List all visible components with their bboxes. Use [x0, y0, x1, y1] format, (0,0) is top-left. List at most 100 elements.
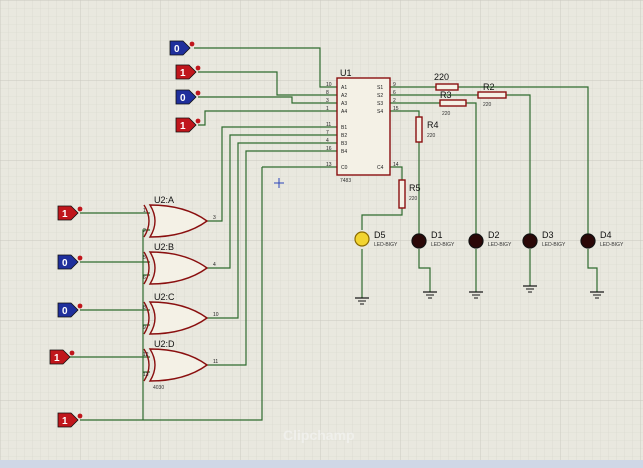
- logic-toggle-7[interactable]: 0: [57, 302, 83, 318]
- logic-toggle-2[interactable]: 1: [175, 64, 201, 80]
- adder-pin-number: 11: [326, 122, 331, 128]
- logic-toggle-6[interactable]: 0: [57, 254, 83, 270]
- resistor-value: 220: [409, 196, 418, 202]
- resistor-ref: R2: [483, 82, 495, 92]
- pin-dot-icon: [195, 118, 201, 124]
- gate-part: 4030: [153, 385, 164, 391]
- logic-value: 1: [54, 353, 60, 364]
- led-d4[interactable]: D4 LED-BIGY: [580, 230, 624, 249]
- adder-pin-number: 4: [326, 138, 329, 144]
- adder-ref: U1: [340, 68, 352, 78]
- wire-d4: [458, 86, 589, 234]
- logic-value: 0: [62, 258, 68, 269]
- led-ref: D2: [488, 230, 500, 240]
- adder-pin-label: B1: [341, 125, 347, 131]
- xor-gate-2[interactable]: U2:B 5 6 4: [143, 242, 216, 285]
- logic-toggle-4[interactable]: 1: [175, 117, 201, 133]
- adder-pin-label: C4: [377, 165, 384, 171]
- gate-pin-number: 5: [143, 255, 146, 261]
- led-d5[interactable]: D5 LED-BIGY: [354, 230, 398, 248]
- adder-pin-number: 2: [393, 98, 396, 104]
- gate-pin-number: 3: [213, 215, 216, 221]
- adder-pin-number: 16: [326, 146, 332, 152]
- led-type: LED-BIGY: [374, 242, 398, 248]
- adder-pin-label: A2: [341, 93, 347, 99]
- crosshair-cursor-icon: [274, 178, 284, 188]
- adder-pin-number: 7: [326, 130, 329, 136]
- adder-7483[interactable]: U1 7483 A110A28A33A41B111B27B34B416C013S…: [326, 68, 399, 184]
- led-type: LED-BIGY: [431, 242, 455, 248]
- pin-dot-icon: [195, 90, 201, 96]
- wire-gnd-d4: [587, 249, 598, 292]
- resistor-r2[interactable]: R2 220: [477, 82, 507, 108]
- gate-pin-number: 4: [213, 262, 216, 268]
- logic-inputs: 0 1 0 1 1 0 0 1 1: [49, 40, 201, 428]
- resistors: 220 R2 220 R3 220 R4 220 R5 220: [398, 72, 507, 209]
- gate-pin-number: 6: [143, 275, 146, 281]
- led-d1[interactable]: D1 LED-BIGY: [411, 230, 455, 249]
- wire-b2: [207, 134, 337, 269]
- logic-toggle-5[interactable]: 1: [57, 205, 83, 221]
- ground-icon: [523, 285, 537, 293]
- logic-value: 1: [180, 68, 186, 79]
- led-type: LED-BIGY: [600, 242, 624, 248]
- wire-a1: [194, 47, 337, 88]
- resistor-r1[interactable]: 220: [434, 72, 459, 91]
- pin-dot-icon: [77, 303, 83, 309]
- led-type: LED-BIGY: [488, 242, 512, 248]
- resistor-r5[interactable]: R5 220: [398, 179, 421, 209]
- adder-pin-label: A3: [341, 101, 347, 107]
- adder-pin-label: C0: [341, 165, 348, 171]
- logic-toggle-1[interactable]: 0: [169, 40, 195, 56]
- gate-ref: U2:C: [154, 292, 175, 302]
- resistor-r3[interactable]: R3 220: [439, 90, 467, 117]
- logic-value: 0: [62, 306, 68, 317]
- pin-dot-icon: [77, 206, 83, 212]
- pin-dot-icon: [69, 350, 75, 356]
- resistor-ref: R3: [440, 90, 452, 100]
- gate-pin-number: 11: [213, 359, 218, 365]
- led-d2[interactable]: D2 LED-BIGY: [468, 230, 512, 249]
- wire-b4: [207, 150, 337, 366]
- led-d3[interactable]: D3 LED-BIGY: [522, 230, 566, 249]
- wire-c4: [390, 166, 403, 180]
- gate-pin-number: 13: [143, 372, 149, 378]
- logic-toggle-8[interactable]: 1: [49, 349, 75, 365]
- resistor-value: 220: [442, 111, 451, 117]
- resistor-ref: R4: [427, 120, 439, 130]
- logic-toggle-3[interactable]: 0: [175, 89, 201, 105]
- led-ref: D5: [374, 230, 386, 240]
- logic-value: 1: [62, 416, 68, 427]
- watermark: Clipchamp: [283, 427, 355, 443]
- adder-pin-number: 10: [326, 82, 332, 88]
- wire-b3: [207, 142, 337, 319]
- wire-b1: [207, 126, 337, 222]
- led-ref: D4: [600, 230, 612, 240]
- logic-toggle-9[interactable]: 1: [57, 412, 83, 428]
- adder-pin-number: 8: [326, 90, 329, 96]
- gate-pin-number: 12: [143, 352, 149, 358]
- ground-symbols: [355, 285, 604, 305]
- pin-dot-icon: [189, 41, 195, 47]
- adder-pin-label: A1: [341, 85, 347, 91]
- pin-dot-icon: [77, 413, 83, 419]
- resistor-r4[interactable]: R4 220: [415, 116, 439, 143]
- adder-pin-label: A4: [341, 109, 347, 115]
- resistor-value: 220: [434, 72, 449, 82]
- resistor-value: 220: [483, 102, 492, 108]
- wire-a4: [198, 110, 337, 126]
- adder-pin-number: 6: [393, 90, 396, 96]
- adder-pin-number: 15: [393, 106, 399, 112]
- gate-ref: U2:B: [154, 242, 174, 252]
- resistor-value: 220: [427, 133, 436, 139]
- leds: D5 LED-BIGY D1 LED-BIGY D2 LED-BIGY D3 L…: [354, 230, 624, 249]
- gate-pin-number: 8: [143, 305, 146, 311]
- pin-dot-icon: [77, 255, 83, 261]
- wire-carry-in: [80, 167, 263, 421]
